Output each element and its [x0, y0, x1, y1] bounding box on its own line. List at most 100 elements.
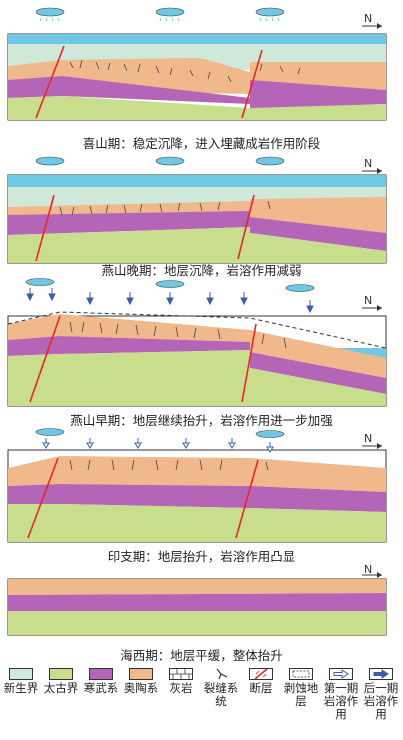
archean-layer [8, 96, 386, 120]
legend-label: 第一期岩溶作用 [323, 681, 359, 721]
north-label: N [364, 432, 372, 445]
fracture-marks [69, 59, 301, 83]
legend-item-later-karst: 后一期岩溶作用 [362, 668, 400, 721]
panel-caption: 燕山晚期：地层沉降，岩溶作用减弱 [101, 263, 302, 278]
legend-label: 寒武系 [83, 681, 119, 695]
panel-caption: 印支期：地层抬升，岩溶作用凸显 [107, 549, 296, 564]
legend-label: 灰岩 [169, 681, 193, 695]
legend-item-cambrian: 寒武系 [82, 668, 120, 695]
swatch-archean [49, 668, 73, 680]
hollow-arrow-icon [329, 668, 353, 680]
legend: 新生界 太古界 寒武系 奥陶系 灰岩 裂缝系统 断层 [0, 668, 403, 740]
panel-late-yanshan: N 燕山晚期：地层沉降，岩溶作用减弱 [0, 155, 403, 278]
cambrian-layer-east [250, 80, 386, 110]
legend-label: 后一期岩溶作用 [363, 681, 399, 721]
cambrian-layer-east [250, 217, 386, 251]
fracture-marks [69, 459, 269, 471]
legend-label: 裂缝系统 [203, 681, 239, 708]
fracture-marks [59, 200, 271, 216]
water-layer [8, 175, 386, 187]
fault-line [27, 457, 59, 539]
eroded-outline [7, 311, 387, 349]
fracture-icon [216, 668, 228, 680]
north-label: N [364, 294, 372, 307]
panel-caption: 海西期：地层平缓，整体抬升 [120, 648, 283, 663]
fault-line [241, 323, 257, 403]
cambrian-layer [8, 484, 386, 512]
legend-label: 新生界 [3, 681, 39, 695]
legend-item-fracture: 裂缝系统 [202, 668, 240, 708]
swatch-limestone-icon [169, 668, 193, 680]
eroded-icon [289, 668, 313, 680]
archean-layer [8, 227, 386, 263]
fault-line [237, 194, 255, 260]
solid-arrow-icon [369, 668, 393, 680]
legend-label: 太古界 [43, 681, 79, 695]
fault-line [35, 194, 55, 262]
hollow-arrow-group [42, 438, 274, 453]
panel-himalayan: N 喜山期：稳定沉降，进入埋藏成岩作用阶段 [0, 0, 403, 151]
cloud-icon [25, 278, 55, 286]
ordovician-layer [8, 579, 386, 595]
panel-indosinian: N 印支期：地层抬升，岩溶作用凸显 [0, 428, 403, 564]
ordovician-layer-east [250, 197, 386, 233]
legend-label: 剥蚀地层 [283, 681, 319, 708]
panel-hercynian: N 海西期：地层平缓，整体抬升 [0, 565, 403, 665]
north-arrow-icon: N [362, 565, 382, 578]
north-arrow-icon: N [362, 157, 382, 174]
archean-layer [8, 504, 386, 542]
legend-item-fault: 断层 [242, 668, 280, 695]
swatch-cambrian [89, 668, 113, 680]
north-label: N [364, 12, 372, 25]
legend-label: 断层 [249, 681, 273, 695]
panel-early-yanshan: N 燕山早期：地层继续抬升，岩溶作用进一步加强 [0, 278, 403, 428]
cloud-icon [35, 156, 65, 166]
cloud-icon [35, 428, 65, 436]
solid-arrow-group [26, 288, 314, 314]
cambrian-layer [8, 76, 250, 104]
cross-section-early-yanshan: N [7, 278, 387, 407]
north-arrow-icon: N [362, 12, 382, 29]
cloud-icon [255, 430, 285, 438]
cross-section-hercynian: N [7, 565, 387, 636]
legend-item-archean: 太古界 [42, 668, 80, 695]
fault-line [35, 45, 65, 119]
north-label: N [364, 565, 372, 576]
north-arrow-icon: N [362, 432, 382, 449]
ordovician-layer [8, 314, 250, 342]
legend-item-limestone: 灰岩 [162, 668, 200, 695]
fracture-marks [69, 321, 287, 349]
cross-section-himalayan: N [7, 7, 387, 121]
archean-layer [8, 611, 386, 635]
legend-label: 奥陶系 [123, 681, 159, 695]
water-layer [8, 34, 386, 44]
fault-line [235, 459, 259, 539]
cenozoic-layer [8, 187, 386, 207]
cloud-icon [35, 7, 65, 22]
legend-item-cenozoic: 新生界 [2, 668, 40, 695]
swatch-ordovician [129, 668, 153, 680]
cloud-icon [255, 7, 285, 22]
ordovician-layer [8, 456, 386, 492]
panel-caption: 喜山期：稳定沉降，进入埋藏成岩作用阶段 [82, 136, 321, 151]
swatch-cenozoic [9, 668, 33, 680]
cloud-icon [255, 156, 285, 166]
ordovician-layer-east [250, 330, 386, 378]
cloud-icon [285, 284, 315, 292]
north-label: N [364, 157, 372, 170]
fault-icon [249, 668, 273, 680]
fault-line [29, 315, 61, 403]
archean-layer [8, 350, 386, 406]
legend-item-first-karst: 第一期岩溶作用 [322, 668, 360, 721]
cloud-icon [155, 156, 185, 166]
cloud-icon [155, 7, 185, 22]
cambrian-layer-east [250, 352, 386, 394]
cambrian-layer [8, 593, 386, 611]
cross-section-late-yanshan: N [7, 156, 387, 264]
legend-item-ordovician: 奥陶系 [122, 668, 160, 695]
fault-line [241, 49, 263, 119]
cross-section-indosinian: N [7, 428, 387, 543]
legend-item-eroded: 剥蚀地层 [282, 668, 320, 708]
cloud-icon [155, 280, 185, 288]
cambrian-layer [8, 336, 250, 356]
